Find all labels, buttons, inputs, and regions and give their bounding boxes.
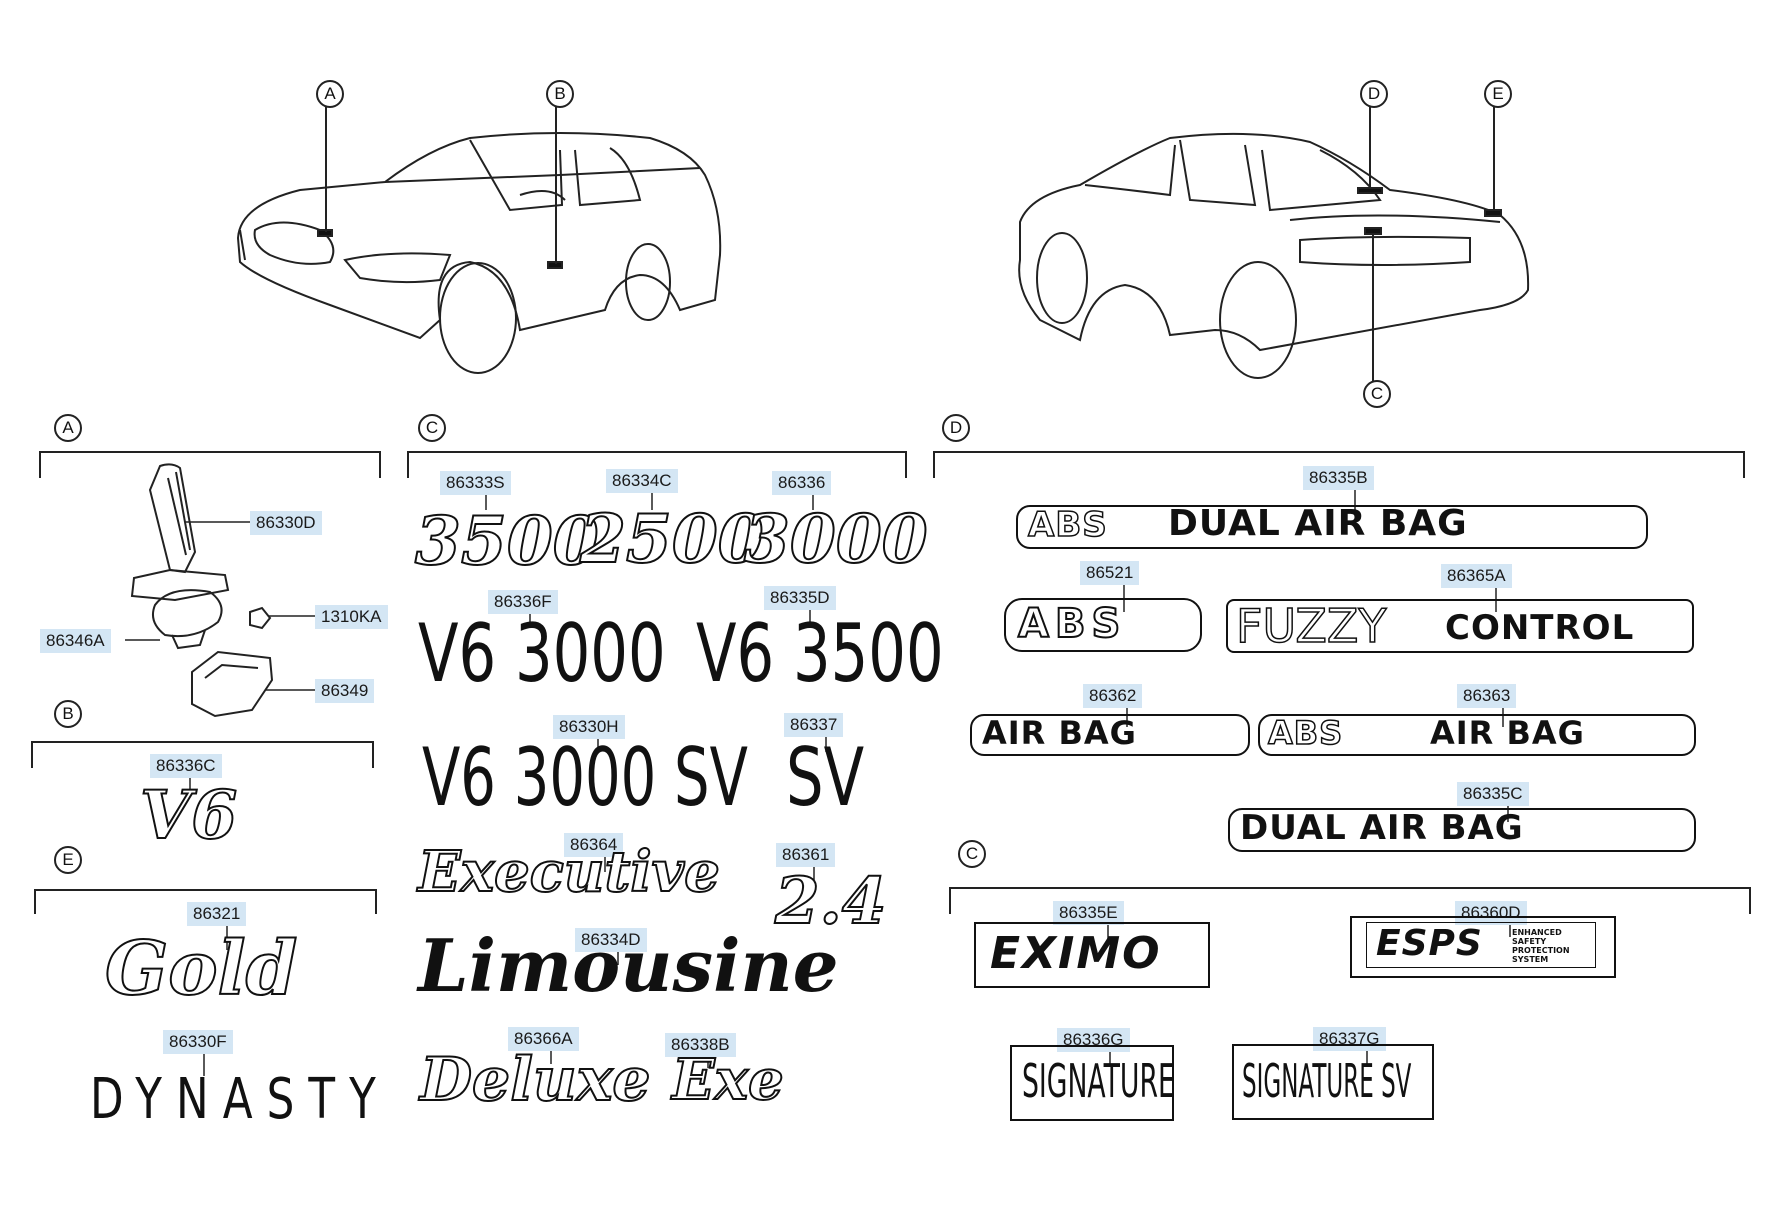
emblem-exe: Exe [671,1047,785,1113]
callout-top-a: A [316,80,344,108]
emblem-abs-airbag-abs: ABS [1267,714,1344,752]
emblem-abs-airbag-box [1258,714,1696,756]
part-86334C[interactable]: 86334C [606,469,678,493]
emblem-signature: SIGNATURE [1022,1054,1175,1108]
rear-car-drawing [1018,104,1530,382]
part-86349[interactable]: 86349 [315,679,375,703]
part-86336G[interactable]: 86336G [1057,1028,1130,1052]
emblem-esps-inner [1366,922,1596,968]
emblem-abs: ABS [1017,601,1127,647]
callout-section-c: C [418,414,446,442]
part-86361[interactable]: 86361 [776,843,836,867]
emblem-signature-box [1010,1045,1174,1121]
emblem-dual-airbag-box [1228,808,1696,852]
emblem-fuzzy: FUZZY [1235,599,1387,653]
emblem-executive: Executive [417,839,721,905]
emblem-deluxe: Deluxe [419,1045,652,1115]
emblem-limousine: Limousine [418,923,839,1008]
part-86364[interactable]: 86364 [564,833,624,857]
emblem-3000-script: 3000 [743,500,929,578]
part-86338B[interactable]: 86338B [665,1033,736,1057]
emblem-abs-dual-airbag-text: DUAL AIR BAG [1168,503,1468,544]
emblem-esps-box [1350,916,1616,978]
part-86365A[interactable]: 86365A [1441,564,1512,588]
part-86330D[interactable]: 86330D [250,511,322,535]
part-86336[interactable]: 86336 [772,471,832,495]
part-86363[interactable]: 86363 [1457,684,1517,708]
emblem-v6-3000-sv: V6 3000 SV [422,731,748,824]
callout-section-d: D [942,414,970,442]
part-86321[interactable]: 86321 [187,902,247,926]
emblem-3500-script: 3500 [414,502,600,580]
emblem-eximo-box [974,922,1210,988]
part-86346A[interactable]: 86346A [40,629,111,653]
emblem-airbag: AIR BAG [982,714,1137,752]
emblem-2500-script: 2500 [579,500,765,578]
callout-top-d: D [1360,80,1388,108]
emblem-dual-airbag: DUAL AIR BAG [1240,808,1524,848]
part-86330H[interactable]: 86330H [553,715,625,739]
emblem-abs-box [1004,598,1202,652]
part-86366A[interactable]: 86366A [508,1027,579,1051]
callout-section-c-lower: C [958,840,986,868]
part-86335C[interactable]: 86335C [1457,782,1529,806]
callout-top-e: E [1484,80,1512,108]
part-86337G[interactable]: 86337G [1313,1027,1386,1051]
part-86330F[interactable]: 86330F [163,1030,233,1054]
emblem-esps-subtext: ENHANCED SAFETY PROTECTION SYSTEM [1512,928,1570,964]
part-86337[interactable]: 86337 [784,713,844,737]
part-86335E[interactable]: 86335E [1053,901,1124,925]
emblem-signature-sv-box [1232,1044,1434,1120]
emblem-sv: SV [786,731,865,824]
part-86521[interactable]: 86521 [1080,561,1140,585]
callout-section-a: A [54,414,82,442]
callout-section-e: E [54,846,82,874]
emblem-v6-3000: V6 3000 [418,607,666,700]
emblem-abs-dual-airbag-abs: ABS [1027,505,1108,545]
emblem-gold: Gold [104,926,298,1012]
emblem-eximo: EXIMO [990,928,1162,979]
part-86362[interactable]: 86362 [1083,684,1143,708]
emblem-signature-sv: SIGNATURE SV [1242,1054,1412,1108]
emblem-v6-3500: V6 3500 [696,607,944,700]
emblem-fuzzy-control-box [1226,599,1694,653]
part-86335D[interactable]: 86335D [764,586,836,610]
emblem-airbag-box [970,714,1250,756]
part-86336C[interactable]: 86336C [150,754,222,778]
part-86335B[interactable]: 86335B [1303,466,1374,490]
front-car-drawing [236,104,722,374]
callout-section-b: B [54,700,82,728]
emblem-abs-airbag-text: AIR BAG [1430,714,1585,752]
part-1310KA[interactable]: 1310KA [315,605,388,629]
part-86336F[interactable]: 86336F [488,590,558,614]
emblem-2-4: 2.4 [774,864,887,939]
part-86333S[interactable]: 86333S [440,471,511,495]
emblem-v6-small: V6 [139,776,238,854]
emblem-control: CONTROL [1445,608,1635,648]
badge-parts-drawing [130,463,274,718]
emblem-dynasty: DYNASTY [90,1067,390,1132]
emblem-esps: ESPS [1376,923,1483,964]
emblem-abs-dual-airbag [1016,505,1648,549]
callout-top-c: C [1363,380,1391,408]
part-86334D[interactable]: 86334D [575,928,647,952]
callout-top-b: B [546,80,574,108]
